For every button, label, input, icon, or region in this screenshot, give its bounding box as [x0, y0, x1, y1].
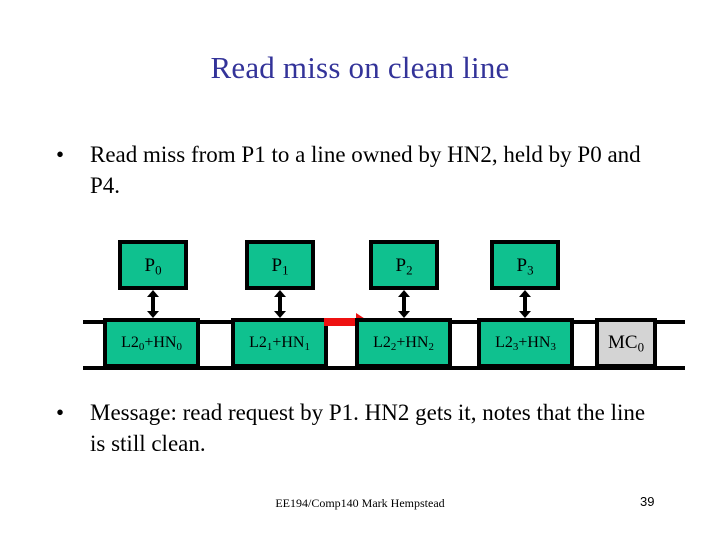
processor-label: P [144, 255, 156, 276]
processor-index: 1 [282, 262, 289, 278]
cache-box-2: L22+HN2 [355, 318, 452, 368]
processor-cache-link-arrow-1 [274, 290, 286, 318]
arrow-head-down-icon [147, 311, 159, 318]
processor-label: P [395, 255, 407, 276]
arrow-head-down-icon [519, 311, 531, 318]
cache-l2-index: 0 [138, 341, 145, 354]
processor-label: P [271, 255, 283, 276]
processor-index: 3 [527, 262, 534, 278]
bullet-text: Message: read request by P1. HN2 gets it… [90, 400, 646, 456]
bus-line-bottom [83, 366, 685, 370]
memory-controller-index: 0 [637, 339, 645, 355]
cache-l2-label: L2 [249, 334, 267, 351]
cache-hn-label: HN [153, 334, 177, 351]
cache-hn-label: HN [281, 334, 305, 351]
processor-box-0: P0 [118, 240, 188, 290]
arrow-shaft [278, 295, 282, 313]
arrow-head-down-icon [398, 311, 410, 318]
footer-attribution: EE194/Comp140 Mark Hempstead [275, 496, 445, 510]
cache-l2-label: L2 [121, 334, 139, 351]
cache-plus: + [144, 334, 154, 351]
cache-plus: + [518, 334, 528, 351]
processor-box-1: P1 [245, 240, 315, 290]
processor-index: 2 [406, 262, 413, 278]
cache-l2-index: 3 [512, 341, 519, 354]
bullet-item-1: • Read miss from P1 to a line owned by H… [56, 140, 656, 201]
processor-index: 0 [155, 262, 162, 278]
cache-box-1: L21+HN1 [231, 318, 328, 368]
cache-box-3: L23+HN3 [477, 318, 574, 368]
cache-plus: + [396, 334, 406, 351]
cache-plus: + [272, 334, 282, 351]
bullet-item-2: • Message: read request by P1. HN2 gets … [56, 398, 666, 459]
processor-box-3: P3 [490, 240, 560, 290]
cache-l2-label: L2 [495, 334, 513, 351]
cache-hn-label: HN [405, 334, 429, 351]
processor-box-2: P2 [369, 240, 439, 290]
cache-hn-label: HN [527, 334, 551, 351]
arrow-shaft [523, 295, 527, 313]
cache-hn-index: 1 [304, 341, 310, 354]
arrow-shaft [151, 295, 155, 313]
arrow-head-up-icon [519, 290, 531, 297]
arrow-head-up-icon [147, 290, 159, 297]
cache-l2-label: L2 [373, 334, 391, 351]
processor-cache-link-arrow-2 [398, 290, 410, 318]
processor-cache-link-arrow-0 [147, 290, 159, 318]
cache-box-0: L20+HN0 [103, 318, 200, 368]
arrow-head-up-icon [274, 290, 286, 297]
bullet-text: Read miss from P1 to a line owned by HN2… [90, 142, 641, 198]
message-arrow-shaft [324, 318, 357, 326]
memory-controller-label: MC [607, 332, 638, 353]
processor-label: P [516, 255, 528, 276]
page-title: Read miss on clean line [210, 50, 510, 85]
processor-cache-link-arrow-3 [519, 290, 531, 318]
memory-hierarchy-diagram: P0 L20+HN0 P1 L21+HN1 P2 [0, 228, 720, 380]
cache-l2-index: 2 [390, 341, 397, 354]
cache-l2-index: 1 [266, 341, 273, 354]
arrow-shaft [402, 295, 406, 313]
bullet-marker: • [56, 142, 65, 167]
cache-hn-index: 3 [550, 341, 556, 354]
bullet-marker: • [56, 400, 65, 425]
cache-hn-index: 0 [176, 341, 182, 354]
page-number: 39 [640, 494, 655, 509]
memory-controller-box: MC0 [595, 318, 657, 368]
cache-hn-index: 2 [428, 341, 434, 354]
arrow-head-down-icon [274, 311, 286, 318]
arrow-head-up-icon [398, 290, 410, 297]
